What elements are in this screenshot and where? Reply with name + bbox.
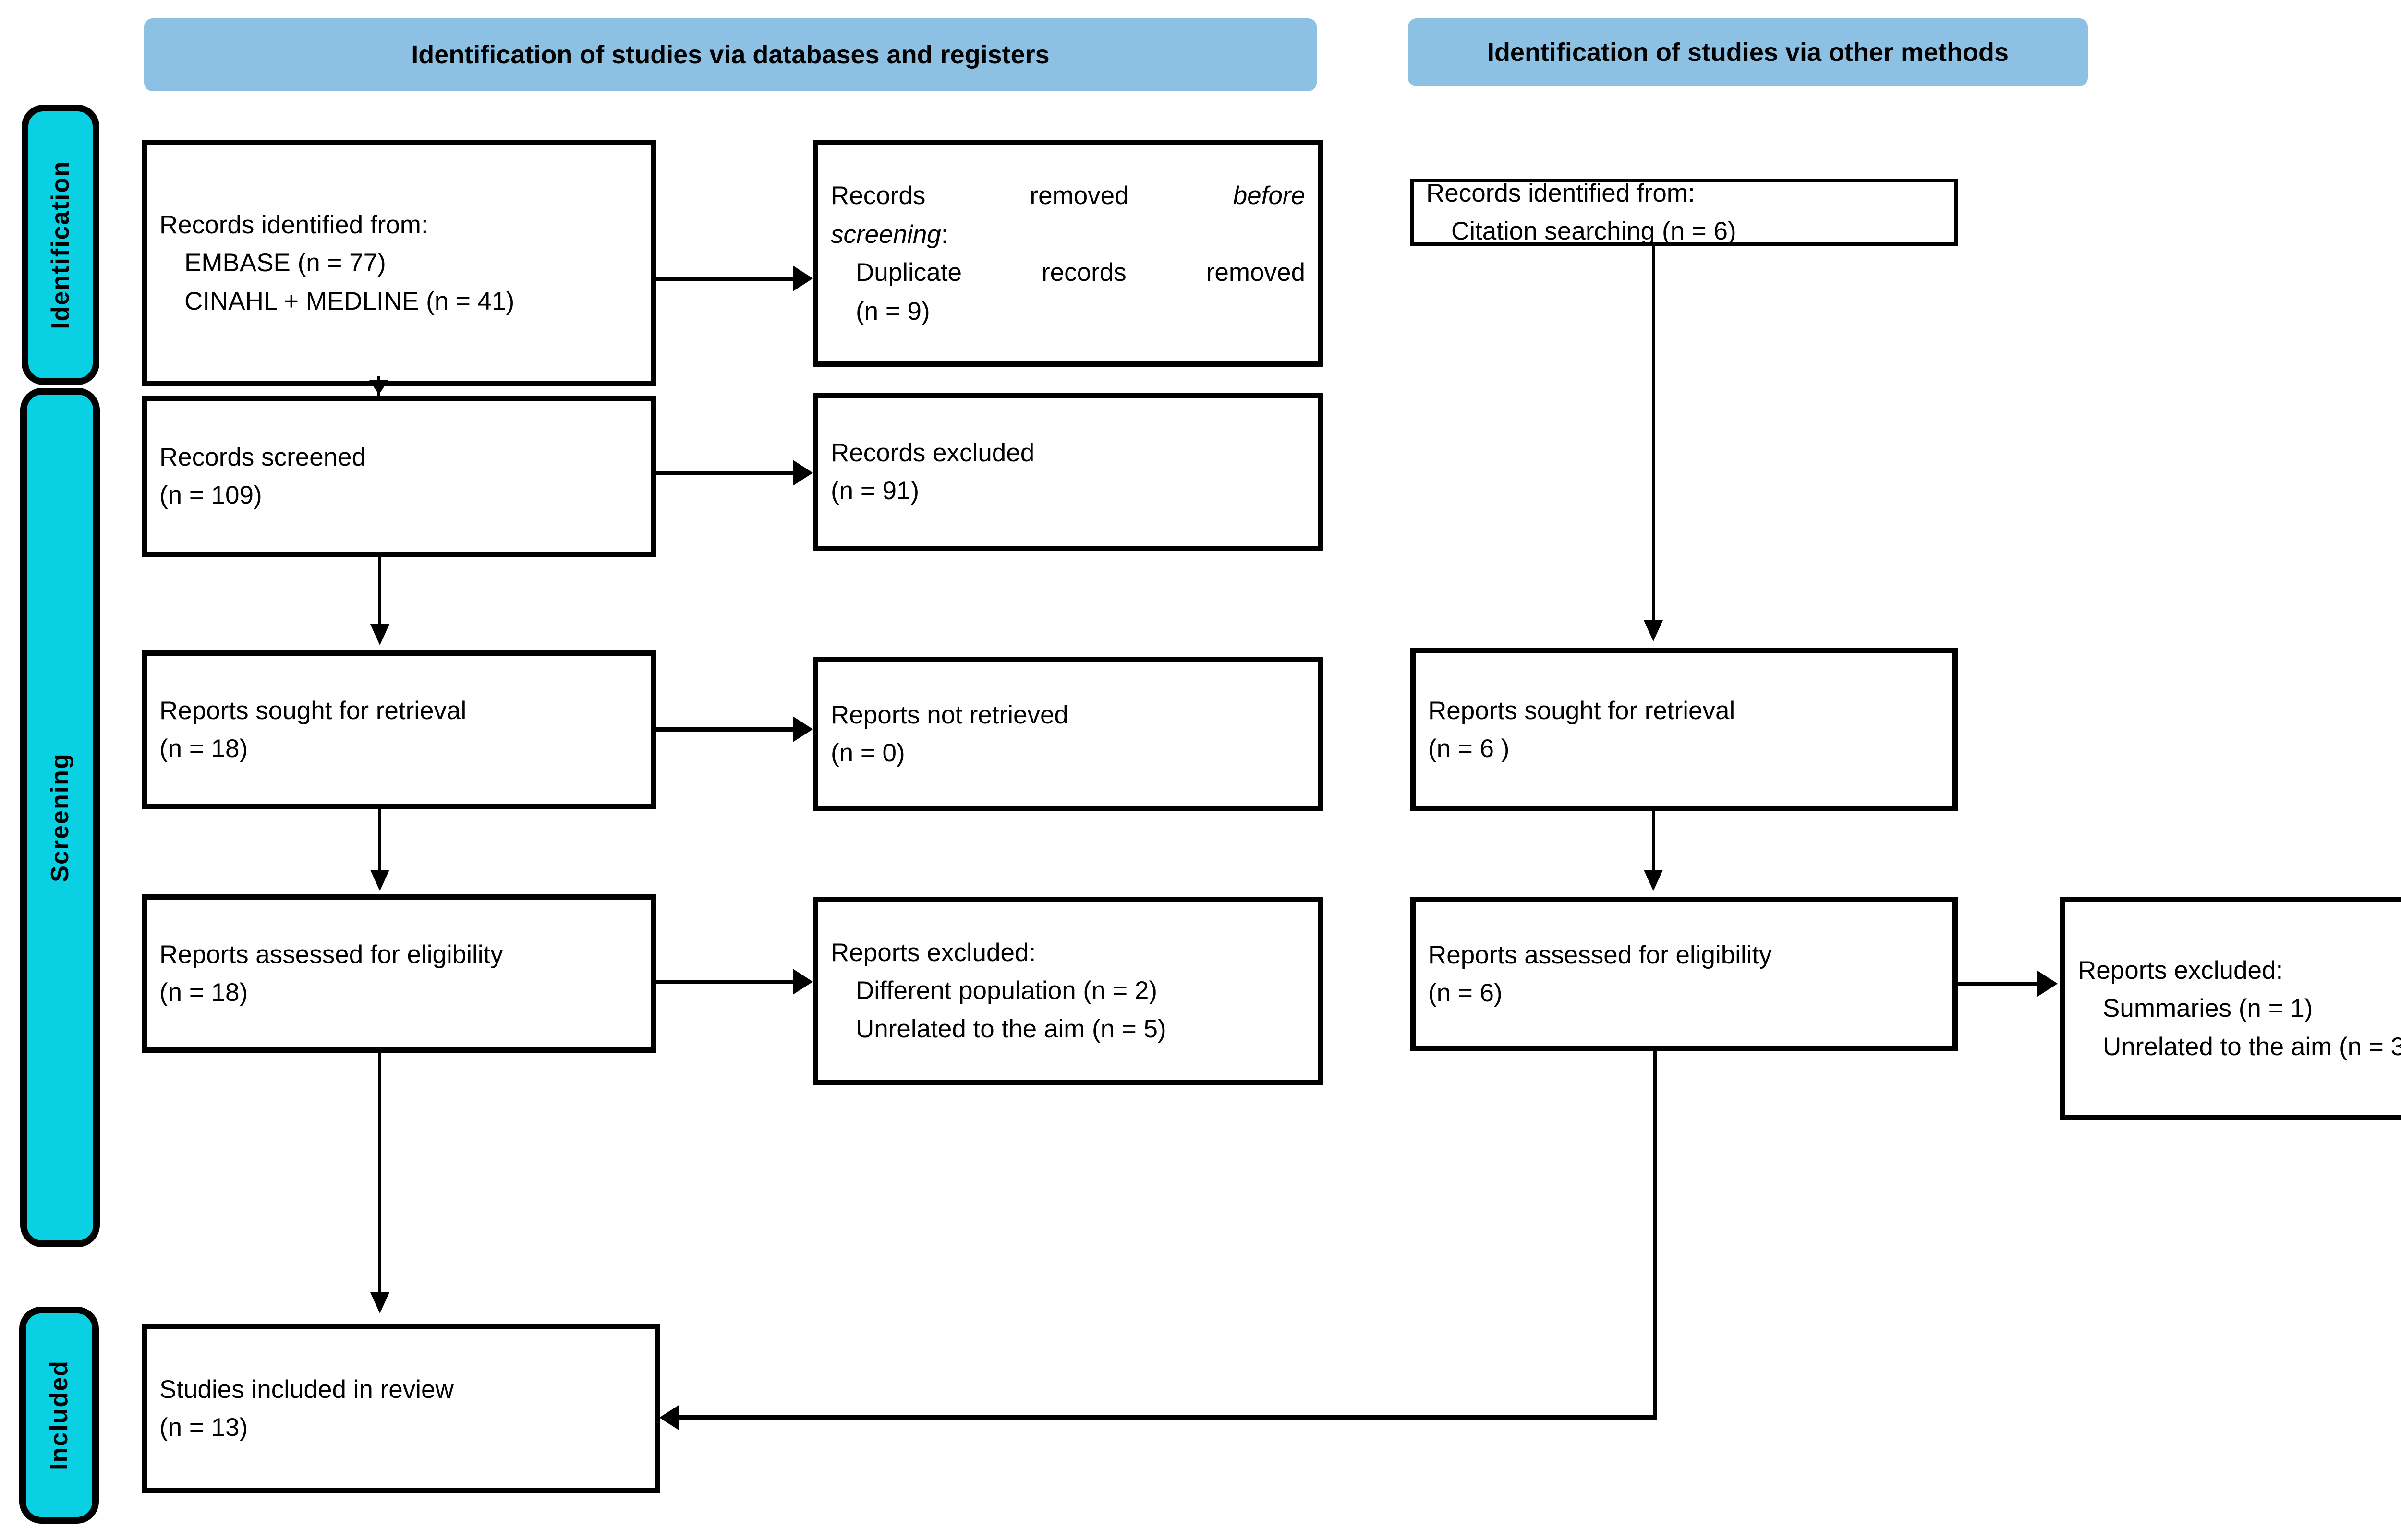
box-records-identified-other: Records identified from: Citation search… <box>1410 179 1958 246</box>
records-screened-line-2: (n = 109) <box>159 481 262 509</box>
arrowhead-sought-to-not-retrieved <box>793 716 813 742</box>
records-removed-before-italic: before <box>1233 181 1305 210</box>
reports-sought-databases-line-1: Reports sought for retrieval <box>159 696 467 725</box>
records-identified-databases-line-2: EMBASE (n = 77) <box>184 249 386 277</box>
records-removed-line-2: screening: <box>831 216 1305 254</box>
arrowhead-screened-to-sought <box>370 624 389 645</box>
connector-other-identified-to-sought <box>1652 246 1655 630</box>
connector-assessed-to-excluded <box>656 980 795 984</box>
reports-excluded-other-line-1: Reports excluded: <box>2078 956 2283 985</box>
arrowhead-identified-to-removed <box>793 265 813 291</box>
box-reports-assessed-other: Reports assessed for eligibility (n = 6) <box>1410 897 1958 1051</box>
connector-screened-to-excluded <box>656 471 795 475</box>
box-records-identified-databases: Records identified from: EMBASE (n = 77)… <box>142 140 656 386</box>
records-removed-line-4: (n = 9) <box>856 297 930 325</box>
banner-other-methods: Identification of studies via other meth… <box>1408 18 2088 86</box>
stage-pill-screening-label: Screening <box>46 753 74 882</box>
banner-other-methods-label: Identification of studies via other meth… <box>1487 38 2009 67</box>
reports-excluded-other-line-2: Summaries (n = 1) <box>2103 994 2313 1023</box>
arrowhead-identified-to-screened <box>369 380 388 395</box>
reports-excluded-databases-line-3: Unrelated to the aim (n = 5) <box>856 1014 1166 1043</box>
stage-pill-screening: Screening <box>20 388 100 1247</box>
reports-excluded-other-line-3: Unrelated to the aim (n = 3) <box>2103 1032 2401 1061</box>
records-identified-databases-line-1: Records identified from: <box>159 210 428 239</box>
banner-databases-registers: Identification of studies via databases … <box>144 18 1317 91</box>
box-reports-not-retrieved: Reports not retrieved (n = 0) <box>813 657 1323 811</box>
arrowhead-other-identified-to-sought <box>1644 620 1663 641</box>
stage-pill-identification: Identification <box>22 105 99 385</box>
reports-excluded-databases-line-2: Different population (n = 2) <box>856 976 1158 1005</box>
box-records-removed-before-screening: Records removed before screening: Duplic… <box>813 140 1323 367</box>
box-reports-sought-databases: Reports sought for retrieval (n = 18) <box>142 650 656 809</box>
connector-other-sought-to-assessed <box>1652 811 1655 878</box>
connector-other-assessed-to-excluded <box>1958 982 2039 986</box>
box-reports-excluded-databases: Reports excluded: Different population (… <box>813 897 1323 1085</box>
records-removed-text: Records removed <box>831 181 1129 210</box>
records-removed-line-3: Duplicate records removed <box>856 258 1305 287</box>
connector-identified-to-removed <box>656 277 795 281</box>
records-identified-other-line-1: Records identified from: <box>1426 179 1695 207</box>
reports-assessed-databases-line-1: Reports assessed for eligibility <box>159 940 503 969</box>
records-excluded-line-2: (n = 91) <box>831 477 920 505</box>
records-removed-line-1: Records removed before <box>831 177 1305 216</box>
stage-pill-identification-label: Identification <box>47 160 74 329</box>
box-reports-sought-other: Reports sought for retrieval (n = 6 ) <box>1410 648 1958 811</box>
stage-pill-included: Included <box>19 1307 99 1524</box>
box-reports-assessed-databases: Reports assessed for eligibility (n = 18… <box>142 894 656 1053</box>
reports-sought-other-line-2: (n = 6 ) <box>1428 734 1510 763</box>
records-removed-screening-italic: screening <box>831 220 941 249</box>
connector-other-assessed-elbow-vertical <box>1653 1051 1657 1419</box>
reports-assessed-other-line-2: (n = 6) <box>1428 979 1503 1007</box>
box-reports-excluded-other: Reports excluded: Summaries (n = 1) Unre… <box>2060 897 2401 1120</box>
reports-not-retrieved-line-2: (n = 0) <box>831 739 905 767</box>
records-identified-databases-line-3: CINAHL + MEDLINE (n = 41) <box>184 287 515 315</box>
stage-pill-included-label: Included <box>45 1360 73 1470</box>
arrowhead-other-assessed-to-included <box>659 1405 679 1431</box>
reports-sought-databases-line-2: (n = 18) <box>159 734 248 763</box>
connector-assessed-to-included <box>378 1053 381 1302</box>
connector-screened-to-sought <box>378 557 381 633</box>
arrowhead-screened-to-excluded <box>793 460 813 486</box>
reports-assessed-databases-line-2: (n = 18) <box>159 978 248 1007</box>
arrowhead-other-assessed-to-excluded <box>2037 971 2058 997</box>
banner-databases-registers-label: Identification of studies via databases … <box>411 40 1050 69</box>
reports-not-retrieved-line-1: Reports not retrieved <box>831 700 1068 729</box>
arrowhead-assessed-to-included <box>370 1292 389 1313</box>
connector-other-assessed-elbow-horizontal <box>679 1415 1657 1420</box>
reports-assessed-other-line-1: Reports assessed for eligibility <box>1428 940 1772 969</box>
box-studies-included: Studies included in review (n = 13) <box>142 1324 660 1493</box>
arrowhead-sought-to-assessed <box>370 870 389 891</box>
box-records-screened: Records screened (n = 109) <box>142 396 656 557</box>
studies-included-line-1: Studies included in review <box>159 1375 454 1404</box>
reports-excluded-databases-line-1: Reports excluded: <box>831 938 1036 967</box>
box-records-excluded: Records excluded (n = 91) <box>813 393 1323 551</box>
connector-sought-to-assessed <box>378 809 381 878</box>
records-removed-colon: : <box>941 220 948 249</box>
studies-included-line-2: (n = 13) <box>159 1413 248 1442</box>
arrowhead-assessed-to-excluded <box>793 969 813 995</box>
records-identified-other-line-2: Citation searching (n = 6) <box>1451 217 1736 245</box>
connector-sought-to-not-retrieved <box>656 727 795 732</box>
reports-sought-other-line-1: Reports sought for retrieval <box>1428 696 1735 725</box>
records-screened-line-1: Records screened <box>159 443 366 471</box>
arrowhead-other-sought-to-assessed <box>1644 870 1663 891</box>
records-excluded-line-1: Records excluded <box>831 438 1035 467</box>
